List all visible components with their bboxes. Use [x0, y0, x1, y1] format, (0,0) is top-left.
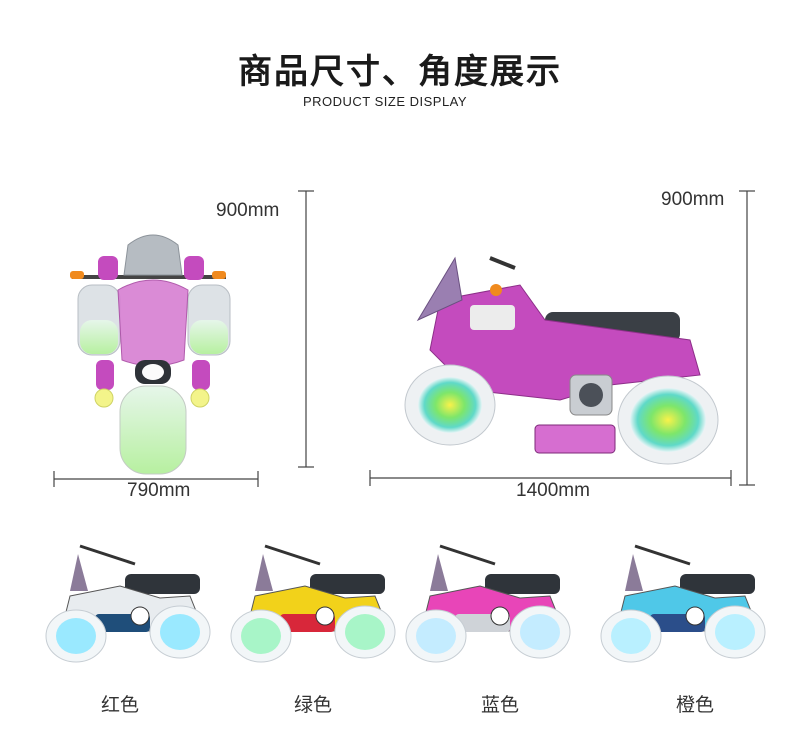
front-width-label: 790mm	[127, 480, 191, 501]
variant-thumbnail	[225, 536, 405, 666]
page-subtitle: PRODUCT SIZE DISPLAY	[302, 94, 468, 109]
variant-thumbnail	[400, 536, 580, 666]
side-height-label: 900mm	[661, 189, 725, 210]
variant-label: 红色	[100, 694, 139, 716]
side-length-label: 1400mm	[516, 480, 590, 501]
front-height-label: 900mm	[216, 200, 280, 221]
variant-label: 橙色	[675, 694, 714, 716]
page-title: 商品尺寸、角度展示	[238, 52, 562, 92]
variant-label: 蓝色	[480, 694, 519, 716]
variant-thumbnail	[40, 536, 220, 666]
variant-label: 绿色	[293, 694, 332, 716]
variant-thumbnail	[595, 536, 775, 666]
